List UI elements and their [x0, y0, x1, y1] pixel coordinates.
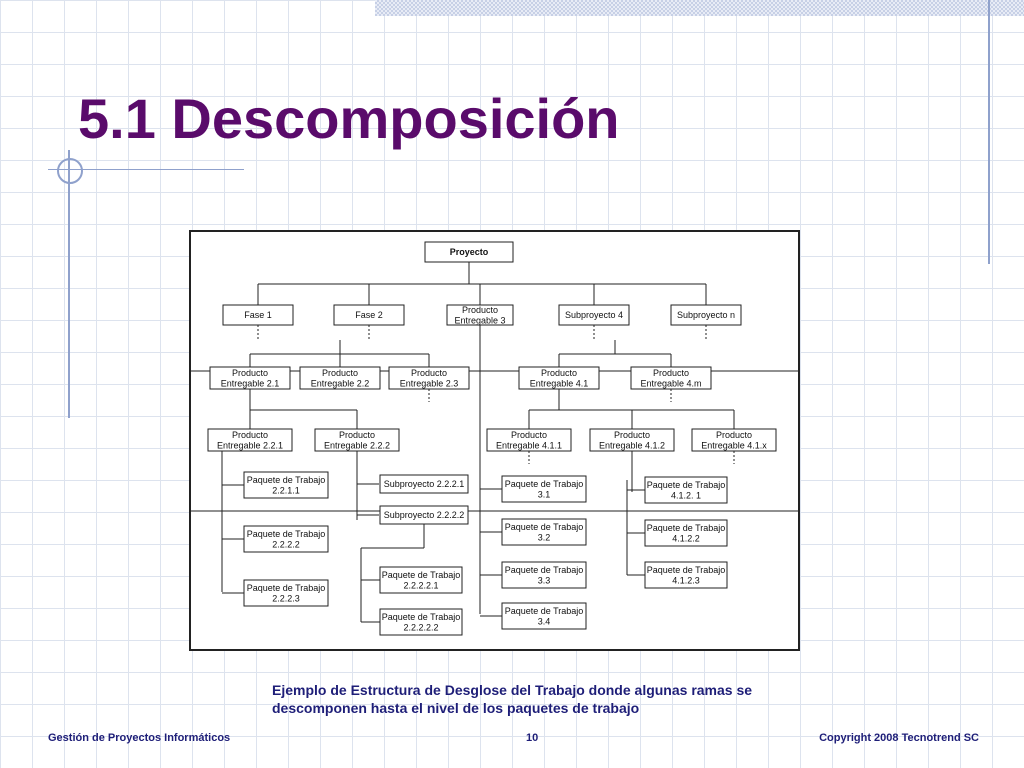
wbs-level3-node-label: Producto — [511, 430, 547, 440]
wbs-subproject-node-label: Subproyecto 2.2.2.1 — [384, 479, 465, 489]
work-package-node-label: 2.2.1.1 — [272, 485, 300, 495]
work-package-node-label: 4.1.2.3 — [672, 575, 700, 585]
work-package-node-label: 3.3 — [538, 575, 551, 585]
wbs-level2-node-label: Producto — [541, 368, 577, 378]
wbs-level3-node-label: Producto — [614, 430, 650, 440]
work-package-node-label: 4.1.2.2 — [672, 533, 700, 543]
work-package-node-label: 2.2.2.2 — [272, 539, 300, 549]
work-package-node-label: Paquete de Trabajo — [247, 475, 326, 485]
work-package-node-label: 2.2.2.2.1 — [403, 580, 438, 590]
decorative-vertical-line — [68, 150, 70, 418]
footer-page-number: 10 — [526, 732, 539, 744]
wbs-level3-node-label: Producto — [716, 430, 752, 440]
wbs-level1-node-label: Fase 1 — [244, 310, 272, 320]
decorative-circle — [57, 158, 83, 184]
wbs-level1-node: Fase 2 — [333, 304, 405, 326]
diagram-frame — [189, 230, 800, 651]
caption-line-1: Ejemplo de Estructura de Desglose del Tr… — [272, 682, 753, 698]
wbs-level2-node-label: Entregable 2.2 — [311, 378, 370, 388]
wbs-subproject-node: Subproyecto 2.2.2.1 — [379, 474, 469, 494]
footer-copyright: Copyright 2008 Tecnotrend SC — [819, 732, 979, 744]
work-package-node-label: Paquete de Trabajo — [247, 583, 326, 593]
wbs-subproject-node: Subproyecto 2.2.2.2 — [379, 505, 469, 525]
work-package-node-label: 2.2.2.3 — [272, 593, 300, 603]
wbs-level2-node-label: Entregable 4.m — [640, 378, 701, 388]
wbs-level3-node-label: Entregable 4.1.1 — [496, 440, 562, 450]
work-package-node-label: Paquete de Trabajo — [247, 529, 326, 539]
work-package-node-label: 3.2 — [538, 532, 551, 542]
wbs-level2-node-label: Producto — [653, 368, 689, 378]
wbs-level1-node-label: Entregable 3 — [454, 315, 505, 325]
work-package-node-label: 3.1 — [538, 489, 551, 499]
wbs-level3-node-label: Entregable 4.1.2 — [599, 440, 665, 450]
wbs-level2-node-label: Producto — [232, 368, 268, 378]
slide-title: 5.1 Descomposición — [78, 87, 620, 150]
work-package-node-label: Paquete de Trabajo — [382, 612, 461, 622]
wbs-level1-node-label: Subproyecto n — [677, 310, 735, 320]
work-package-node-label: 4.1.2. 1 — [671, 490, 701, 500]
work-package-node-label: Paquete de Trabajo — [505, 479, 584, 489]
wbs-level2-node-label: Entregable 2.1 — [221, 378, 280, 388]
wbs-level3-node-label: Producto — [232, 430, 268, 440]
wbs-level2-node-label: Entregable 4.1 — [530, 378, 589, 388]
wbs-level3-node-label: Entregable 2.2.1 — [217, 440, 283, 450]
work-package-node-label: Paquete de Trabajo — [647, 523, 726, 533]
top-decorative-band — [375, 0, 1024, 16]
wbs-level1-node-label: Fase 2 — [355, 310, 383, 320]
wbs-root-node: Proyecto — [424, 241, 514, 263]
figure-caption: Ejemplo de Estructura de Desglose del Tr… — [272, 681, 792, 717]
wbs-level3-node-label: Producto — [339, 430, 375, 440]
caption-line-2: descomponen hasta el nivel de los paquet… — [272, 700, 640, 716]
wbs-level2-node-label: Producto — [411, 368, 447, 378]
work-package-node-label: Paquete de Trabajo — [647, 565, 726, 575]
wbs-level1-node-label: Producto — [462, 305, 498, 315]
work-package-node-label: Paquete de Trabajo — [382, 570, 461, 580]
work-package-node-label: Paquete de Trabajo — [505, 522, 584, 532]
work-package-node-label: Paquete de Trabajo — [505, 606, 584, 616]
wbs-level1-node: Subproyecto 4 — [558, 304, 630, 326]
wbs-level1-node: Fase 1 — [222, 304, 294, 326]
wbs-level2-node-label: Entregable 2.3 — [400, 378, 459, 388]
decorative-horizontal-line — [48, 169, 244, 170]
footer-course-name: Gestión de Proyectos Informáticos — [48, 732, 231, 744]
work-package-node-label: Paquete de Trabajo — [505, 565, 584, 575]
wbs-root-node-label: Proyecto — [450, 247, 489, 257]
wbs-level3-node-label: Entregable 4.1.x — [701, 440, 767, 450]
wbs-level3-node-label: Entregable 2.2.2 — [324, 440, 390, 450]
wbs-level2-node-label: Producto — [322, 368, 358, 378]
work-package-node-label: Paquete de Trabajo — [647, 480, 726, 490]
decorative-vertical-line-right — [988, 0, 990, 264]
wbs-level1-node: Subproyecto n — [670, 304, 742, 326]
wbs-level1-node-label: Subproyecto 4 — [565, 310, 623, 320]
work-package-node-label: 3.4 — [538, 616, 551, 626]
work-package-node-label: 2.2.2.2.2 — [403, 622, 438, 632]
wbs-subproject-node-label: Subproyecto 2.2.2.2 — [384, 510, 465, 520]
